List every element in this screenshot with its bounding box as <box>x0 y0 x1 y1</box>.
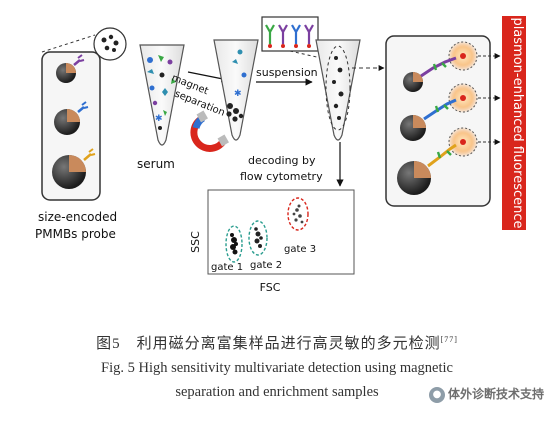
gate-1-outline <box>225 225 243 263</box>
caption-english-line1: Fig. 5 High sensitivity multivariate det… <box>101 360 453 376</box>
bead-icon <box>400 115 426 141</box>
decoding-label-line2: flow cytometry <box>240 170 323 183</box>
antibody-panel <box>261 16 319 52</box>
caption-reference: [77] <box>440 335 458 344</box>
probe-label-line1: size-encoded <box>38 210 117 224</box>
serum-tube-icon: ✱ <box>139 44 185 146</box>
probe-label-line2: PMMBs probe <box>35 227 116 241</box>
gate-2-outline <box>248 220 268 256</box>
antibody-icon <box>265 24 275 48</box>
caption-chinese: 图5 利用磁分离富集样品进行高灵敏的多元检测[77] <box>0 332 554 353</box>
gate-3-outline <box>287 197 309 231</box>
svg-text:✱: ✱ <box>155 114 163 124</box>
suspension-label: suspension <box>256 66 318 79</box>
wechat-logo-icon: ● <box>428 386 445 403</box>
bead-cluster-icon <box>93 27 127 61</box>
bead-icon <box>56 54 85 83</box>
antibody-icon <box>291 24 301 48</box>
suspension-tube-icon <box>315 39 361 141</box>
caption-chinese-text: 图5 利用磁分离富集样品进行高灵敏的多元检测 <box>96 336 441 352</box>
gate-2-label: gate 2 <box>250 260 282 271</box>
magnet-icon <box>190 110 229 152</box>
bead-icon <box>397 161 431 195</box>
watermark: ●体外诊断技术支持 <box>428 385 544 403</box>
gate-1-label: gate 1 <box>211 262 243 273</box>
probe-panel <box>41 34 119 201</box>
gate-3-label: gate 3 <box>284 244 316 255</box>
watermark-text: 体外诊断技术支持 <box>447 387 544 401</box>
flow-cytometry-plot <box>207 189 355 275</box>
bead-icon <box>54 101 89 135</box>
separation-tube-icon: ✱ <box>213 39 259 141</box>
antibody-icon <box>304 24 314 48</box>
fsc-axis-label: FSC <box>260 281 281 294</box>
ssc-axis-label: SSC <box>189 231 202 253</box>
bead-icon <box>52 148 96 189</box>
plasmon-label: plasmon-enhanced fluorescence <box>510 17 525 228</box>
caption-english-line2: separation and enrichment samples <box>175 384 379 400</box>
bead-icon <box>403 72 423 92</box>
detection-panel <box>385 35 491 207</box>
svg-text:✱: ✱ <box>234 89 242 99</box>
plasmon-fluorescence-bar: plasmon-enhanced fluorescence <box>502 16 526 230</box>
serum-label: serum <box>137 157 175 171</box>
decoding-label-line1: decoding by <box>248 154 316 167</box>
multiplex-detection-diagram: ✱ serum magnet separation ✱ <box>35 16 526 294</box>
antibody-icon <box>278 24 288 48</box>
